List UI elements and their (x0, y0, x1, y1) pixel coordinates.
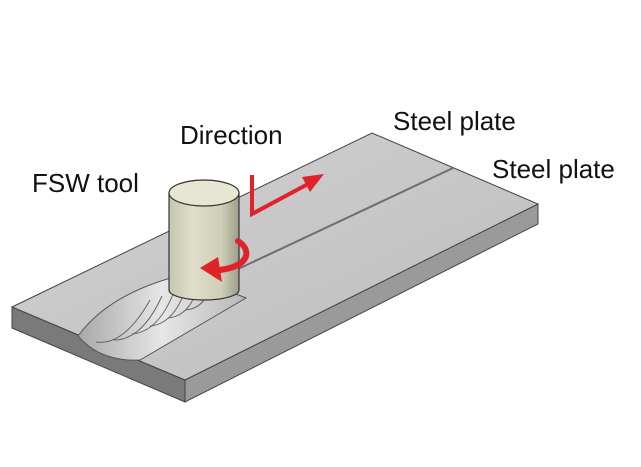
curved-arrow-icon (200, 238, 250, 282)
plate-seam (235, 167, 454, 271)
direction-arrow-icon (250, 174, 324, 218)
fsw-tool-cylinder (168, 179, 240, 301)
label-steel-plate-back: Steel plate (393, 106, 516, 136)
label-fsw-tool: FSW tool (32, 168, 139, 198)
label-direction: Direction (180, 120, 283, 150)
label-steel-plate-front: Steel plate (492, 154, 615, 184)
